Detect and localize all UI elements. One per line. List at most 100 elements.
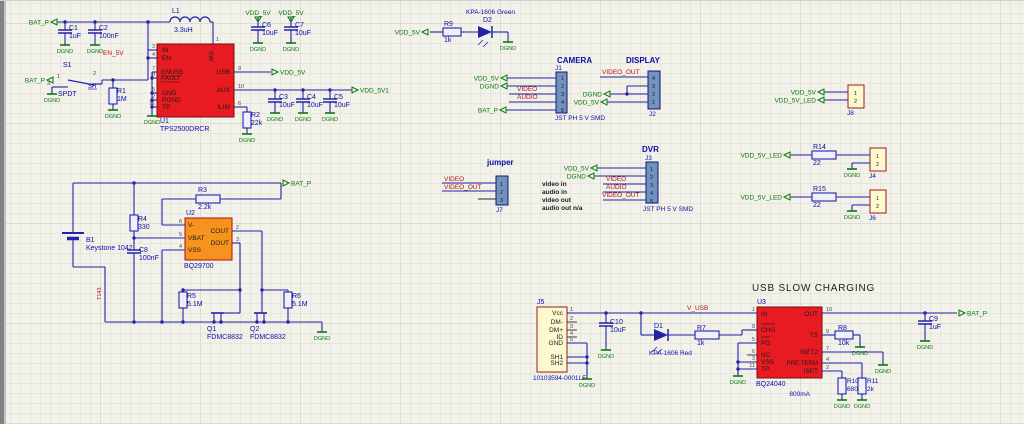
text-label: VSS	[188, 247, 202, 254]
port-vdd_5v_led[interactable]: VDD_5V_LED	[740, 153, 782, 160]
connector-j1-camera[interactable]	[555, 71, 568, 114]
junction-dot	[181, 288, 185, 292]
port-vdd_5v[interactable]: VDD_5V	[395, 30, 421, 37]
text-label: 10uF	[279, 102, 295, 109]
port-bat_p[interactable]: BAT_P	[478, 108, 498, 115]
text-label: 10uF	[295, 30, 311, 37]
junction-dot	[93, 20, 97, 24]
text-label: 2	[152, 94, 155, 100]
connector-j6[interactable]	[869, 189, 887, 214]
text-label: 10uF	[307, 102, 323, 109]
text-label: 3	[752, 356, 755, 362]
resistor-r15[interactable]	[811, 192, 837, 202]
ground-label: DGND	[500, 46, 516, 52]
text-label: VIDEO	[606, 176, 626, 183]
connector-j5-usb[interactable]	[536, 306, 568, 373]
resistor-r7[interactable]	[694, 330, 720, 340]
resistor-r1[interactable]	[108, 87, 118, 105]
resistor-r3[interactable]	[195, 194, 221, 204]
connector-j2-display[interactable]	[647, 70, 661, 110]
text-label: FDMC8832	[207, 334, 243, 341]
text-label: C10	[610, 319, 623, 326]
port-vdd_5v1[interactable]: VDD_5V1	[360, 88, 389, 95]
port-vdd_5v[interactable]: VDD_5V	[564, 166, 590, 173]
ic-u3-bq24040[interactable]	[756, 306, 823, 379]
junction-dot	[212, 320, 216, 324]
text-label: 680	[847, 386, 858, 393]
led-d1-red[interactable]	[654, 329, 668, 341]
text-label: U3	[757, 299, 766, 306]
text-label: DOUT	[211, 240, 229, 247]
text-label: VIDEO	[444, 176, 464, 183]
ic-u1-tps2500drcr[interactable]	[156, 43, 235, 118]
text-label: BQ24040	[756, 381, 786, 388]
text-label: 5	[179, 232, 182, 238]
port-arrow-icon	[589, 164, 598, 172]
text-label: 1	[854, 91, 857, 97]
text-label: J1	[555, 65, 562, 72]
resistor-r11[interactable]	[857, 377, 867, 395]
connector-j4[interactable]	[869, 147, 887, 172]
port-vdd_5v[interactable]: VDD_5V	[278, 10, 304, 17]
junction-dot	[150, 91, 154, 95]
connector-j8[interactable]	[847, 84, 865, 109]
text-label: V-	[188, 222, 194, 229]
port-bat_p[interactable]: BAT_P	[967, 311, 987, 318]
text-label: R7	[697, 325, 706, 332]
port-dgnd[interactable]: DGND	[480, 84, 499, 91]
port-bat_p[interactable]: BAT_P	[25, 78, 45, 85]
text-label: J5	[537, 299, 545, 306]
resistor-r10[interactable]	[837, 377, 847, 395]
port-arrow-icon	[282, 179, 291, 187]
resistor-r6[interactable]	[283, 291, 293, 309]
text-label: audio in	[542, 189, 567, 196]
ic-u2-bq29700[interactable]	[184, 217, 233, 261]
resistor-r4[interactable]	[129, 214, 139, 232]
port-dgnd[interactable]: DGND	[583, 92, 602, 99]
led-d2-green[interactable]	[478, 26, 492, 38]
port-vdd_5v[interactable]: VDD_5V	[245, 10, 271, 17]
resistor-r2[interactable]	[242, 111, 252, 129]
text-label: 10	[238, 84, 244, 90]
ground-label: DGND	[314, 336, 330, 342]
text-label: 3.3uH	[174, 27, 193, 34]
text-label: 2	[236, 225, 239, 231]
port-bat_p[interactable]: BAT_P	[291, 181, 311, 188]
text-label: VSS	[761, 359, 775, 366]
resistor-r9[interactable]	[442, 27, 462, 37]
ground-label: DGND	[917, 345, 933, 351]
port-vdd_5v[interactable]: VDD_5V	[574, 100, 600, 107]
connector-j3-dvr[interactable]	[645, 161, 659, 204]
symbol-line	[482, 41, 489, 48]
inductor-l1[interactable]	[169, 16, 211, 23]
text-label: ISET	[804, 368, 818, 375]
port-vdd_5v[interactable]: VDD_5V	[791, 90, 817, 97]
text-label: 1uF	[69, 33, 81, 40]
resistor-r5[interactable]	[178, 291, 188, 309]
text-label: ID	[557, 334, 564, 341]
ground-label: DGND	[834, 404, 850, 410]
resistor-r14[interactable]	[811, 150, 837, 160]
top-edge-divider	[0, 0, 1024, 1]
text-label: GND	[162, 90, 177, 97]
port-vdd_5v[interactable]: VDD_5V	[474, 76, 500, 83]
port-vdd_5v_led[interactable]: VDD_5V_LED	[774, 98, 816, 105]
ground-label: DGND	[844, 173, 860, 179]
port-arrow-icon	[586, 172, 595, 180]
port-dgnd[interactable]: DGND	[567, 174, 586, 181]
text-label: 3	[152, 44, 155, 50]
text-label: 100nF	[139, 255, 159, 262]
text-label: video in	[542, 181, 567, 188]
junction-dot	[639, 311, 643, 315]
ground-label: DGND	[875, 369, 891, 375]
port-bat_p[interactable]: BAT_P	[29, 20, 49, 27]
port-vdd_5v_led[interactable]: VDD_5V_LED	[740, 195, 782, 202]
text-label: 4	[179, 244, 182, 250]
resistor-r8[interactable]	[834, 330, 854, 340]
text-label: 4	[561, 100, 564, 106]
text-label: 1	[57, 74, 60, 80]
junction-dot	[273, 88, 277, 92]
port-vdd_5v[interactable]: VDD_5V	[280, 70, 306, 77]
